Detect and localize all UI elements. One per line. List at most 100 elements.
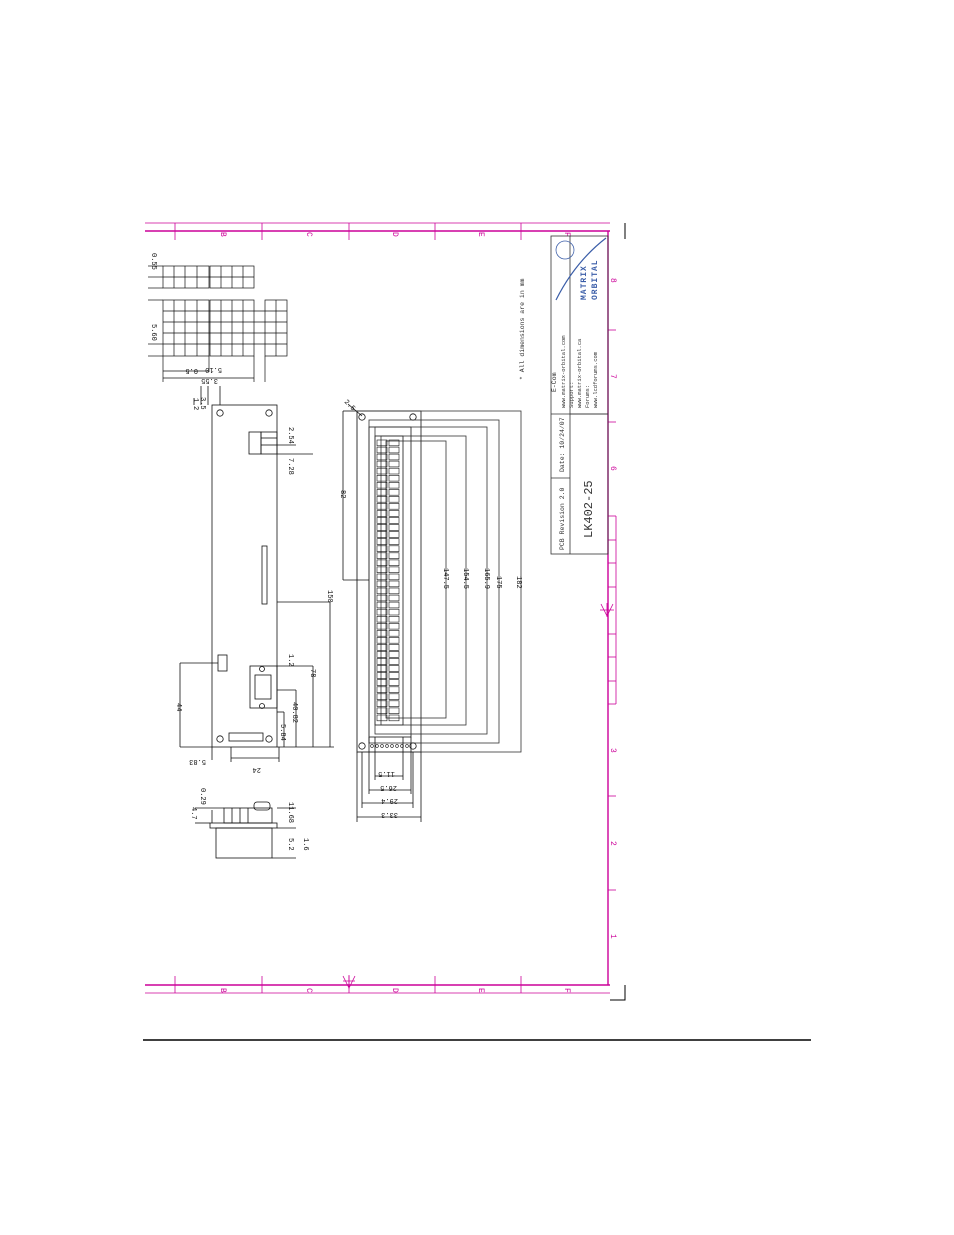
lcd-char-cell (376, 503, 388, 510)
lcd-pin (385, 744, 389, 748)
lcd-pin (400, 744, 404, 748)
lcd-char-cell (376, 489, 388, 496)
email-line-2: Support: (568, 382, 575, 408)
lcd-char-cell (388, 700, 400, 707)
lcd-pin (380, 744, 384, 748)
dim-front-29-4: 29.4 (381, 796, 398, 804)
zone-number-3: 3 (608, 748, 617, 753)
lcd-char-cell (376, 453, 388, 461)
lcd-char-cell (388, 531, 400, 538)
lcd-char-cell (376, 637, 388, 644)
date-text: Date: 10/24/07 (559, 417, 566, 472)
lcd-char-cell (388, 594, 400, 602)
lcd-char-cell (376, 608, 388, 616)
zone-number-1: 1 (608, 934, 617, 939)
lcd-char-cell (388, 658, 400, 665)
email-label: E-Com (551, 372, 558, 392)
lcd-char-cell (376, 524, 388, 531)
lcd-char-cell (388, 517, 400, 524)
dim-conn-2-54: 2.54 (286, 427, 294, 444)
lcd-char-cell (376, 481, 388, 489)
lcd-char-cell (376, 474, 388, 482)
lcd-char-cell (376, 559, 388, 567)
lcd-char-cell (376, 545, 388, 552)
lcd-char-cell (388, 460, 400, 468)
lcd-char-cell (388, 672, 400, 679)
dim-bottom-24: 24 (253, 765, 261, 773)
zone-number-7: 7 (608, 374, 617, 379)
dim-mount-b: 2 (191, 406, 199, 410)
dim-mount-3-5: 3.5 (198, 397, 206, 410)
lcd-char-cell (376, 644, 388, 651)
dim-front-182: 182 (514, 576, 522, 589)
lcd-char-cell (376, 615, 388, 623)
zone-letter-bottom-c: C (304, 988, 313, 993)
lcd-char-cell (376, 538, 388, 545)
lcd-char-cell (376, 573, 388, 581)
dim-front-26-5: 26.5 (380, 783, 397, 791)
email-line-3: www.matrix-orbital.ca (576, 338, 583, 408)
dim-front-11-5: 11.5 (378, 769, 395, 777)
lcd-char-cell (376, 580, 388, 588)
lcd-char-cell (388, 573, 400, 581)
email-line-1: www.matrix-orbital.com (560, 335, 567, 408)
lcd-char-cell (388, 552, 400, 559)
logo-line-2: ORBITAL (591, 259, 600, 300)
lcd-char-cell (376, 622, 388, 630)
lcd-char-cell (388, 622, 400, 630)
lcd-char-cell (388, 644, 400, 651)
dim-front-175: 175 (494, 576, 502, 589)
zone-number-6: 6 (608, 466, 617, 471)
zone-letter-bottom-f: F (562, 988, 571, 993)
lcd-char-cell (376, 672, 388, 679)
title-block (550, 235, 609, 555)
lcd-char-cell (388, 467, 400, 475)
dim-char-pitch: 0.55 (149, 253, 157, 270)
zone-number-2: 2 (608, 841, 617, 846)
lcd-char-cell (388, 693, 400, 700)
lcd-char-cell (376, 439, 388, 447)
lcd-char-cell (376, 496, 388, 503)
dim-side-44: 44 (174, 703, 182, 711)
zone-letter-top-e: E (476, 232, 485, 237)
lcd-char-cell (388, 630, 400, 637)
drawing-border (145, 222, 626, 1001)
lcd-char-cell (376, 700, 388, 707)
zone-letter-bottom-b: B (218, 988, 227, 993)
lcd-char-cell (376, 658, 388, 665)
lcd-char-cell (376, 665, 388, 672)
zone-letter-bottom-e: E (476, 988, 485, 993)
dim-side-5-84: 5.84 (278, 724, 286, 741)
units-note: * All dimensions are in mm (519, 278, 526, 380)
dim-bottom-5-83: 5.83 (189, 757, 206, 765)
lcd-char-cell (376, 566, 388, 574)
lcd-char-cell (388, 566, 400, 574)
dim-front-165-9: 165.9 (482, 568, 490, 589)
lcd-char-cell (388, 615, 400, 623)
dim-prof-11-68: 11.68 (286, 802, 294, 823)
lcd-char-cell (388, 714, 400, 722)
lcd-char-cell (388, 665, 400, 672)
lcd-char-cell (376, 517, 388, 524)
lcd-char-cell (376, 552, 388, 559)
lcd-pin (395, 744, 399, 748)
lcd-char-cell (388, 637, 400, 644)
lcd-char-cell (376, 594, 388, 602)
lcd-char-cell (388, 679, 400, 686)
dim-front-154-5: 154.5 (461, 568, 469, 589)
dim-side-78: 78 (308, 669, 316, 677)
revision-text: PCB Revision 2.0 (559, 487, 566, 550)
profile-view (195, 801, 296, 859)
lcd-char-cell (376, 714, 388, 722)
dim-front-82: 82 (338, 490, 346, 498)
lcd-char-cell (376, 460, 388, 468)
dim-side-40-82: 40.82 (290, 702, 298, 723)
lcd-char-cell (388, 587, 400, 595)
dim-prof-0-29: 0.29 (198, 788, 206, 805)
matrix-orbital-logo: MATRIX ORBITAL (555, 237, 607, 301)
lcd-char-cell (388, 580, 400, 588)
dim-front-147-5: 147.5 (441, 568, 449, 589)
zone-letter-bottom-d: D (390, 988, 399, 993)
lcd-char-cell (376, 446, 388, 454)
